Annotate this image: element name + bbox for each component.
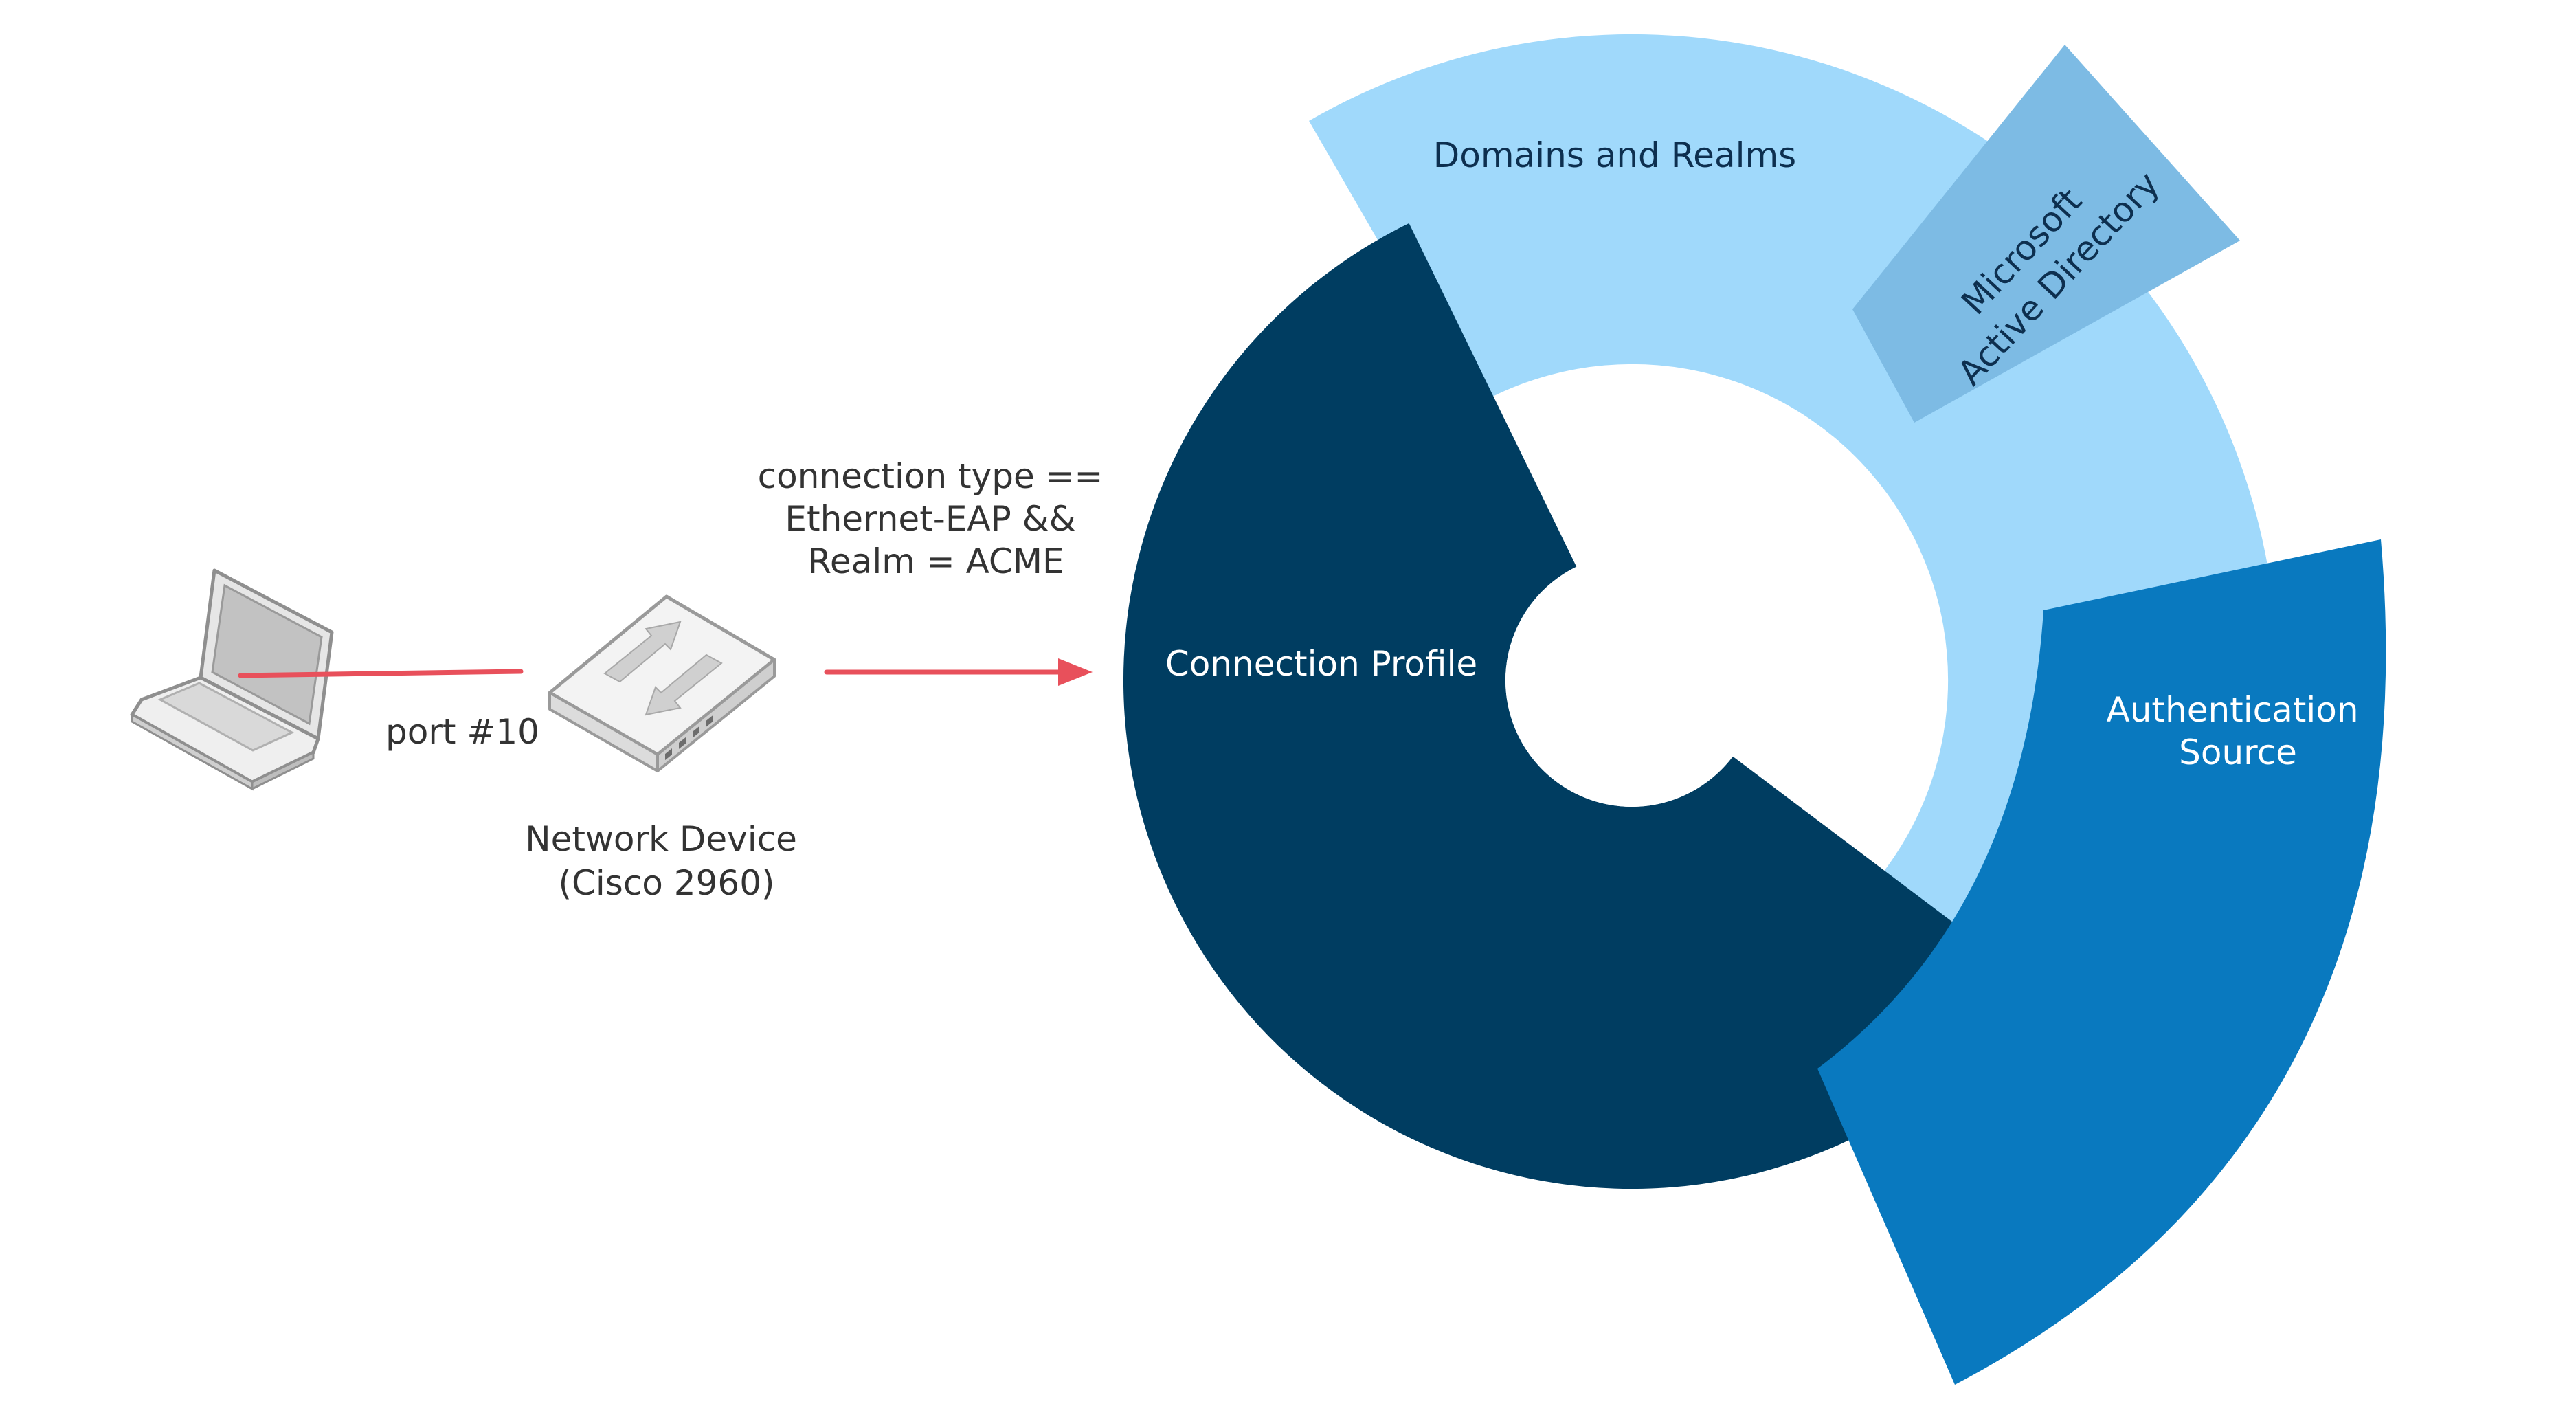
laptop-icon[interactable] — [130, 568, 334, 791]
port-label: port #10 — [385, 712, 539, 752]
flow-arrow — [824, 658, 1093, 686]
profile-rings — [1123, 34, 2386, 1385]
condition-label-line2: Ethernet-EAP && — [785, 499, 1075, 539]
switch-icon[interactable] — [548, 594, 776, 772]
ring-center-hole — [1505, 554, 1758, 807]
authentication-source-label-line2: Source — [2179, 733, 2297, 772]
authentication-source-segment[interactable] — [1817, 539, 2386, 1385]
network-device-label-line1: Network Device — [525, 819, 797, 859]
network-device-label: Network Device (Cisco 2960) — [525, 819, 808, 903]
condition-label-line3: Realm = ACME — [807, 542, 1064, 581]
ethernet-cable-line — [238, 669, 524, 678]
authentication-source-label-line1: Authentication — [2107, 690, 2359, 730]
condition-label-line1: connection type == — [758, 456, 1104, 496]
authentication-source-label: Authentication Source — [2107, 690, 2370, 772]
active-directory-segment[interactable] — [1852, 45, 2240, 423]
connection-profile-segment[interactable] — [1123, 223, 2038, 1190]
domains-and-realms-label: Domains and Realms — [1433, 135, 1796, 175]
connection-profile-label: Connection Profile — [1165, 644, 1477, 684]
network-device-label-line2: (Cisco 2960) — [558, 863, 774, 903]
condition-label: connection type == Ethernet-EAP && Realm… — [758, 456, 1115, 581]
